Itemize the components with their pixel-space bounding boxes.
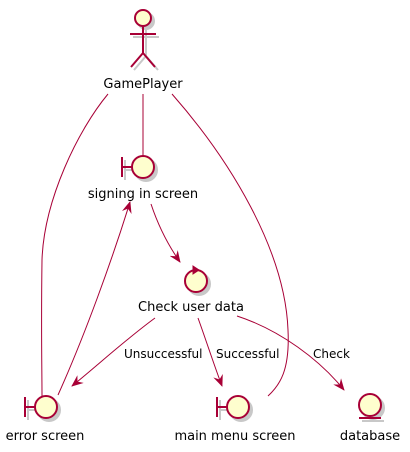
control-icon [184,265,211,296]
actor-label: GamePlayer [103,77,183,92]
edge-check-database [236,315,345,391]
edge-label-successful: Successful [216,347,279,361]
actor-gameplayer: GamePlayer [103,9,183,92]
edge-gameplayer-error [41,93,109,397]
boundary-label: error screen [6,429,85,444]
boundary-label: signing in screen [88,187,198,202]
actor-icon [130,9,159,71]
edge-label-unsuccessful: Unsuccessful [124,347,203,361]
boundary-icon [24,395,61,422]
boundary-error-screen: error screen [6,395,85,444]
edge-error-signin [57,201,132,396]
boundary-label: main menu screen [174,429,295,444]
edge-check-error [71,317,156,387]
boundary-main-menu-screen: main menu screen [174,395,296,444]
entity-database: database [340,393,400,444]
control-label: Check user data [138,300,244,315]
control-check-user-data: Check user data [138,265,244,315]
boundary-icon [216,395,253,422]
edge-label-check: Check [313,347,350,361]
edge-gameplayer-mainmenu [171,93,289,397]
boundary-signin: signing in screen [88,155,198,202]
edge-signin-check [150,203,181,263]
entity-icon [358,393,385,422]
boundary-icon [121,155,158,182]
edge-check-mainmenu [197,317,223,387]
entity-label: database [340,429,400,444]
